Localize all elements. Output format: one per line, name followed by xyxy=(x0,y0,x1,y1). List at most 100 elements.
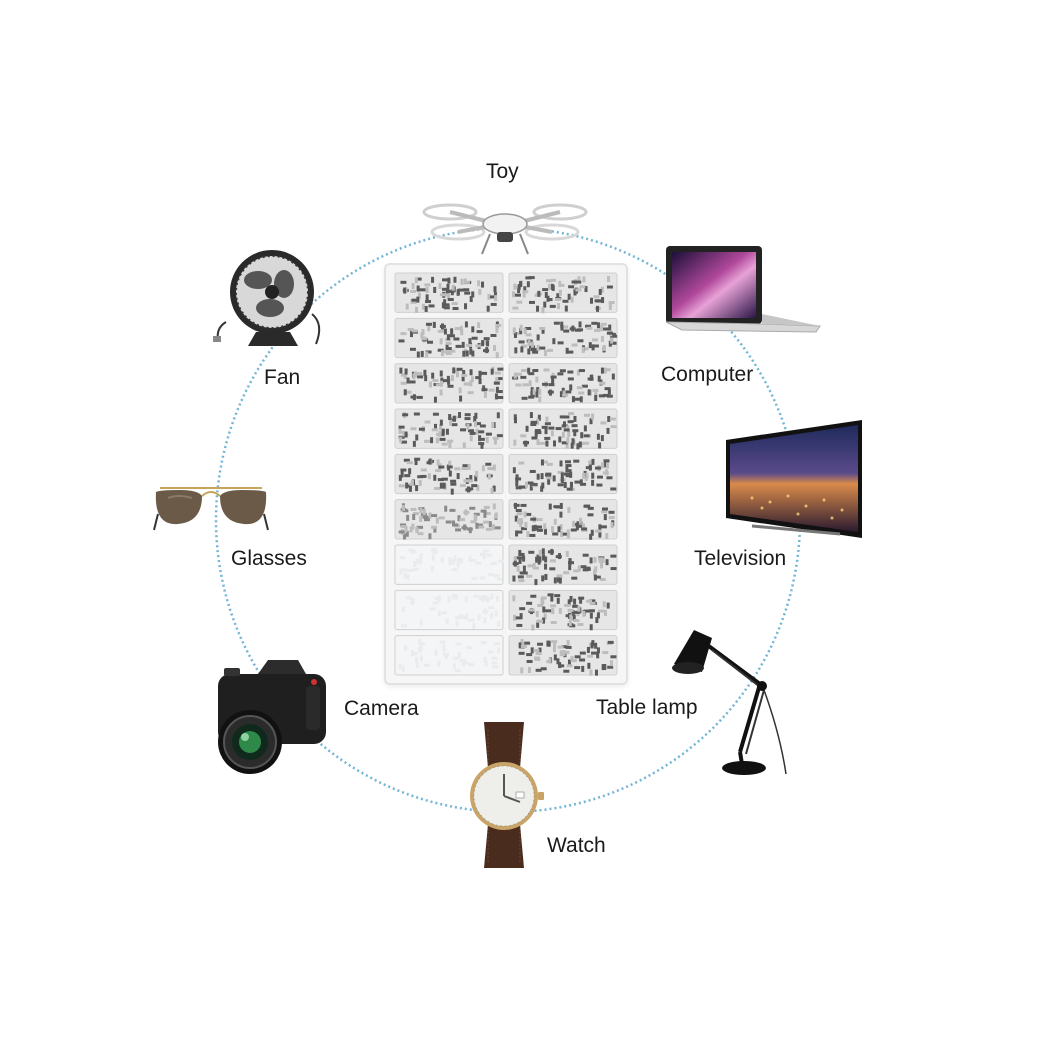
screw-part xyxy=(411,652,418,656)
screw-part xyxy=(592,344,599,348)
screw-part xyxy=(569,471,573,478)
screw-part xyxy=(582,523,586,530)
screw-part xyxy=(458,387,462,394)
screw-part xyxy=(405,303,409,310)
screw-part xyxy=(536,305,540,312)
screw-part xyxy=(535,525,542,529)
screw-part xyxy=(598,394,605,398)
screw-part xyxy=(469,380,473,387)
screw-part xyxy=(583,434,590,438)
screw-part xyxy=(541,482,545,489)
screw-part xyxy=(589,374,593,381)
screw-part xyxy=(441,442,448,446)
screw-part xyxy=(454,467,461,471)
screw-part xyxy=(563,428,570,432)
screw-part xyxy=(602,393,609,397)
screw-part xyxy=(540,598,544,605)
screw-part xyxy=(587,662,591,669)
screw-part xyxy=(410,479,414,486)
screw-part xyxy=(459,518,466,522)
screw-part xyxy=(536,518,543,522)
screw-part xyxy=(530,341,534,348)
screw-part xyxy=(455,528,462,532)
screw-part xyxy=(569,384,573,391)
screw-part xyxy=(537,604,544,608)
screw-part xyxy=(573,289,577,296)
screw-part xyxy=(488,521,492,528)
screw-part xyxy=(544,428,548,435)
screw-part xyxy=(450,479,457,483)
screw-part xyxy=(513,417,517,424)
screw-part xyxy=(538,549,542,556)
screw-part xyxy=(437,610,441,617)
screw-part xyxy=(562,532,569,536)
screw-part xyxy=(457,515,461,522)
screw-part xyxy=(595,299,602,303)
screw-part xyxy=(480,509,487,513)
screw-part xyxy=(582,472,586,479)
screw-part xyxy=(574,666,581,670)
screw-part xyxy=(413,412,420,416)
screw-part xyxy=(598,524,602,531)
screw-part xyxy=(448,416,455,420)
screw-part xyxy=(596,647,600,654)
screw-part xyxy=(572,520,576,527)
screw-part xyxy=(405,484,412,488)
screw-part xyxy=(451,302,458,306)
screw-part xyxy=(520,527,527,531)
screw-part xyxy=(471,577,478,581)
screw-part xyxy=(423,518,430,522)
screw-part xyxy=(550,430,554,437)
screw-part xyxy=(538,396,542,403)
screw-part xyxy=(570,442,574,449)
screw-part xyxy=(607,640,614,644)
screw-part xyxy=(455,616,462,620)
screw-part xyxy=(543,523,547,530)
screw-part xyxy=(563,415,570,419)
screw-part xyxy=(482,553,486,560)
screw-part xyxy=(528,608,535,612)
screw-part xyxy=(586,646,590,653)
screw-part xyxy=(572,604,579,608)
screw-part xyxy=(550,595,554,602)
screw-part xyxy=(462,464,469,468)
screw-part xyxy=(406,461,413,465)
screw-part xyxy=(597,557,604,561)
screw-part xyxy=(550,283,554,290)
screw-part xyxy=(471,291,475,298)
screw-part xyxy=(599,381,606,385)
screw-part xyxy=(591,344,595,351)
screw-part xyxy=(516,623,523,627)
screw-part xyxy=(439,437,446,441)
screw-part xyxy=(456,367,463,371)
screw-part xyxy=(414,656,418,663)
screw-part xyxy=(468,618,475,622)
screw-part xyxy=(513,503,520,507)
screw-part xyxy=(415,485,419,492)
screw-part xyxy=(398,484,405,488)
screw-part xyxy=(559,415,566,419)
screw-part xyxy=(455,344,462,348)
screw-part xyxy=(544,573,548,580)
screw-part xyxy=(600,525,607,529)
screw-part xyxy=(601,510,608,514)
screw-part xyxy=(451,284,455,291)
screw-part xyxy=(435,437,439,444)
screw-part xyxy=(485,436,489,443)
screw-part xyxy=(445,618,449,625)
screw-part xyxy=(521,641,525,648)
screw-part xyxy=(512,575,516,582)
television-icon xyxy=(726,420,862,538)
screw-part xyxy=(536,439,540,446)
screw-part xyxy=(399,367,403,374)
screw-part xyxy=(529,533,536,537)
screw-part xyxy=(422,515,429,519)
screw-part xyxy=(419,645,423,652)
screw-part xyxy=(543,613,547,620)
screw-part xyxy=(444,653,448,660)
screw-part xyxy=(606,476,613,480)
screw-part xyxy=(577,339,584,343)
screw-part xyxy=(530,387,534,394)
screw-part xyxy=(450,375,454,382)
screw-part xyxy=(556,303,560,310)
